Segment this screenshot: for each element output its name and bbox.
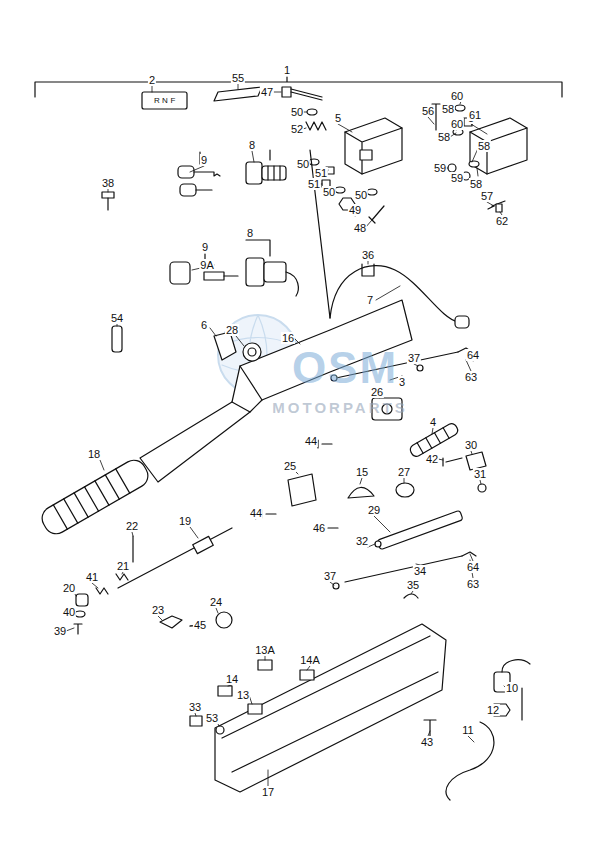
callout-number: 52 xyxy=(290,123,304,135)
callout-number: 1 xyxy=(283,64,291,76)
callout-number: 8 xyxy=(248,139,256,151)
callout-number: 51 xyxy=(307,178,321,190)
callout-number: 11 xyxy=(461,724,474,736)
callout-number: 58 xyxy=(469,178,483,190)
callout-number: 53 xyxy=(205,712,219,724)
callout-number: 59 xyxy=(450,172,464,184)
callout-number: 22 xyxy=(125,520,139,532)
callout-number: 3 xyxy=(398,376,406,388)
callout-number: 44 xyxy=(304,435,318,447)
callout-number: 47 xyxy=(260,86,274,98)
callout-number: 30 xyxy=(464,439,478,451)
callout-number: 5 xyxy=(334,112,342,124)
callout-number: 55 xyxy=(231,72,245,84)
watermark: MOTORPARTS xyxy=(271,400,408,416)
callout-number: 33 xyxy=(188,701,202,713)
callout-number: 49 xyxy=(348,204,362,216)
shift-letter: R xyxy=(153,96,161,105)
callout-number: 58 xyxy=(437,131,451,143)
callout-number: 14A xyxy=(299,654,321,666)
callout-number: 7 xyxy=(366,294,374,306)
callout-number: 9 xyxy=(200,154,208,166)
callout-number: 14 xyxy=(225,673,239,685)
callout-number: 34 xyxy=(413,565,427,577)
callout-number: 37 xyxy=(407,352,421,364)
callout-number: 9A xyxy=(199,259,214,271)
callout-number: 31 xyxy=(473,468,487,480)
callout-number: 25 xyxy=(283,460,297,472)
callout-number: 58 xyxy=(441,103,455,115)
callout-number: 24 xyxy=(209,596,223,608)
callout-number: 10 xyxy=(505,682,519,694)
watermark: OSM xyxy=(291,345,399,391)
callout-number: 45 xyxy=(193,619,207,631)
callout-number: 13A xyxy=(254,644,276,656)
callout-number: 19 xyxy=(178,515,192,527)
shift-letter: N xyxy=(161,96,169,105)
callout-number: 60 xyxy=(450,90,464,102)
callout-number: 46 xyxy=(312,522,326,534)
callout-number: 50 xyxy=(322,186,336,198)
callout-number: 62 xyxy=(495,215,509,227)
callout-number: 44 xyxy=(249,507,263,519)
callout-number: 50 xyxy=(296,158,310,170)
callout-number: 64 xyxy=(466,349,480,361)
callout-number: 35 xyxy=(406,579,420,591)
callout-number: 40 xyxy=(62,606,76,618)
callout-number: 63 xyxy=(466,578,480,590)
callout-number: 29 xyxy=(367,504,381,516)
callout-number: 21 xyxy=(116,560,130,572)
callout-number: 43 xyxy=(420,736,434,748)
callout-number: 61 xyxy=(468,109,482,121)
callout-number: 9 xyxy=(201,241,209,253)
callout-number: 39 xyxy=(53,625,67,637)
callout-number: 28 xyxy=(225,324,239,336)
callout-number: 50 xyxy=(354,189,368,201)
callout-number: 2 xyxy=(148,74,156,86)
callout-number: 48 xyxy=(353,222,367,234)
callout-number: 15 xyxy=(355,466,369,478)
callout-number: 17 xyxy=(261,786,275,798)
callout-number: 23 xyxy=(151,604,165,616)
shift-letter: F xyxy=(170,96,177,105)
callout-number: 36 xyxy=(361,249,375,261)
callout-number: 54 xyxy=(110,312,124,324)
callout-number: 6 xyxy=(200,319,208,331)
callout-number: 27 xyxy=(397,466,411,478)
callout-number: 18 xyxy=(87,448,101,460)
callout-number: 42 xyxy=(425,453,439,465)
callout-number: 57 xyxy=(480,190,494,202)
callout-number: 32 xyxy=(355,535,369,547)
callout-number: 38 xyxy=(101,177,115,189)
callout-number: 37 xyxy=(323,570,337,582)
callout-number: 60 xyxy=(450,118,464,130)
callout-number: 4 xyxy=(429,416,437,428)
callout-number: 20 xyxy=(62,582,76,594)
callout-number: 8 xyxy=(246,227,254,239)
callout-number: 16 xyxy=(281,332,295,344)
callout-number: 59 xyxy=(433,162,447,174)
callout-number: 41 xyxy=(85,571,99,583)
callout-number: 50 xyxy=(290,106,304,118)
callout-number: 64 xyxy=(466,561,480,573)
callout-number: 13 xyxy=(236,689,250,701)
callout-number: 63 xyxy=(464,371,478,383)
callout-number: 56 xyxy=(421,105,435,117)
callout-number: 12 xyxy=(486,704,500,716)
callout-number: 58 xyxy=(477,140,491,152)
